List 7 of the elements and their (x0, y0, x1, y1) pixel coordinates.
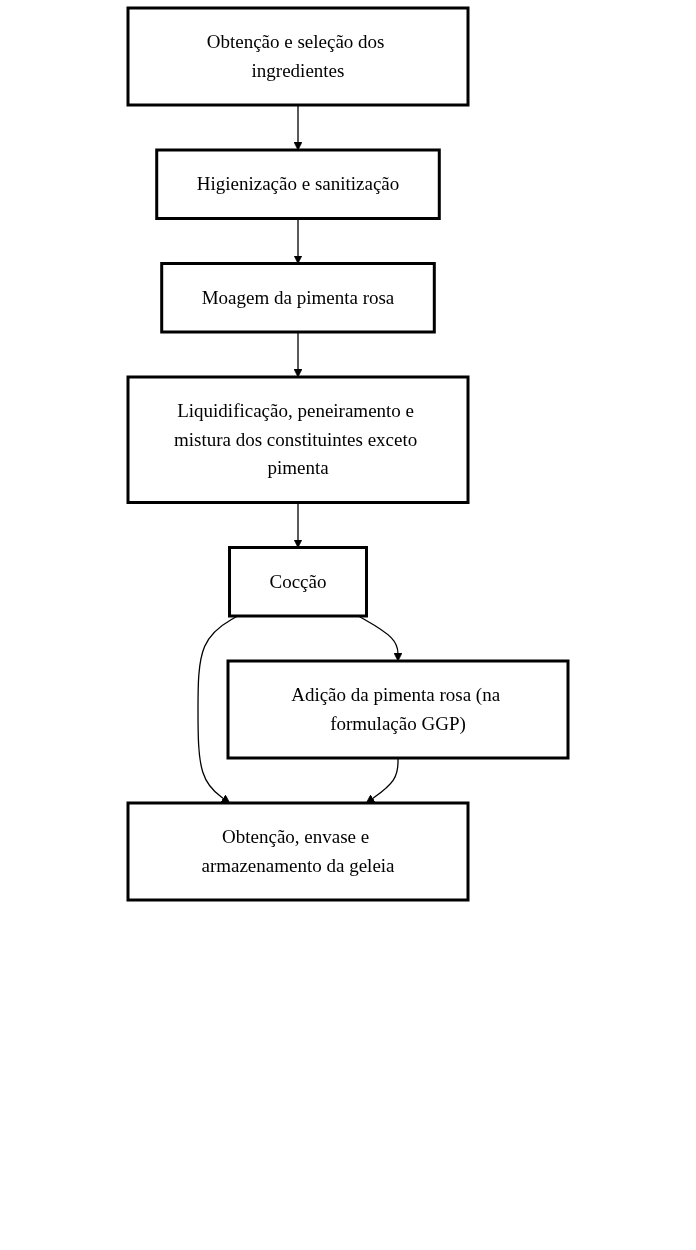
node-box: Cocção (228, 546, 368, 618)
node-box: Liquidificação, peneiramento e mistura dos constituintes exceto pimenta (126, 375, 470, 504)
node-box: Adição da pimenta rosa (na formulação GGP) (226, 659, 570, 760)
node-box: Obtenção, envase e armazenamento da geleia (126, 801, 470, 902)
node-box: Moagem da pimenta rosa (160, 262, 436, 334)
node-box: Obtenção e seleção dos ingredientes (126, 6, 470, 107)
node-box: Higienização e sanitização (155, 148, 441, 220)
